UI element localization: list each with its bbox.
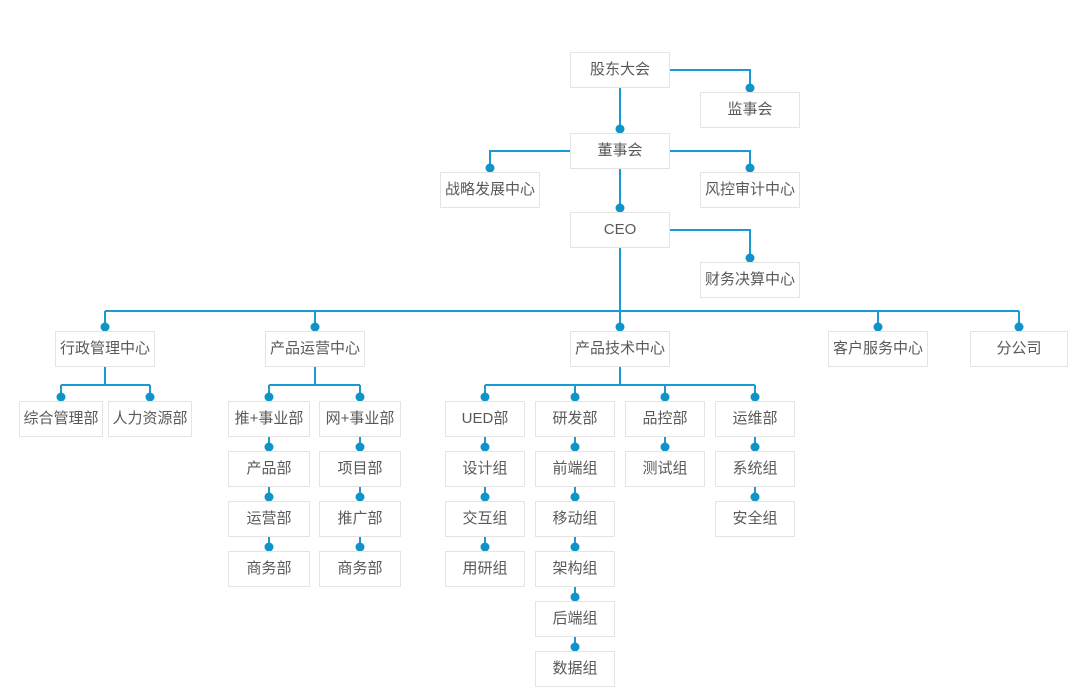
org-node-supervisory-board: 监事会	[700, 92, 800, 128]
org-node-system-group: 系统组	[715, 451, 795, 487]
org-node-quality-control-dept: 品控部	[625, 401, 705, 437]
org-node-customer-service-center: 客户服务中心	[828, 331, 928, 367]
org-node-ops-maintenance-dept: 运维部	[715, 401, 795, 437]
org-node-backend-group: 后端组	[535, 601, 615, 637]
org-node-data-group: 数据组	[535, 651, 615, 687]
org-node-product-dept: 产品部	[228, 451, 310, 487]
org-node-strategy-development-center: 战略发展中心	[440, 172, 540, 208]
org-node-board-of-directors: 董事会	[570, 133, 670, 169]
org-node-mobile-group: 移动组	[535, 501, 615, 537]
org-node-business-dept-right: 商务部	[319, 551, 401, 587]
org-node-interaction-group: 交互组	[445, 501, 525, 537]
org-node-product-operations-center: 产品运营中心	[265, 331, 365, 367]
org-node-tui-plus-division: 推+事业部	[228, 401, 310, 437]
org-node-ceo: CEO	[570, 212, 670, 248]
org-node-design-group: 设计组	[445, 451, 525, 487]
org-node-shareholders-meeting: 股东大会	[570, 52, 670, 88]
org-node-branch-company: 分公司	[970, 331, 1068, 367]
org-node-operations-dept: 运营部	[228, 501, 310, 537]
org-node-admin-management-center: 行政管理中心	[55, 331, 155, 367]
org-node-business-dept-left: 商务部	[228, 551, 310, 587]
org-node-general-management-dept: 综合管理部	[19, 401, 103, 437]
org-node-wang-plus-division: 网+事业部	[319, 401, 401, 437]
org-node-project-dept: 项目部	[319, 451, 401, 487]
org-node-frontend-group: 前端组	[535, 451, 615, 487]
org-node-user-research-group: 用研组	[445, 551, 525, 587]
org-node-product-technology-center: 产品技术中心	[570, 331, 670, 367]
org-node-financial-settlement-center: 财务决算中心	[700, 262, 800, 298]
org-node-ued-dept: UED部	[445, 401, 525, 437]
org-node-rd-dept: 研发部	[535, 401, 615, 437]
org-node-human-resources-dept: 人力资源部	[108, 401, 192, 437]
org-node-risk-audit-center: 风控审计中心	[700, 172, 800, 208]
org-node-security-group: 安全组	[715, 501, 795, 537]
org-node-testing-group: 测试组	[625, 451, 705, 487]
org-node-architecture-group: 架构组	[535, 551, 615, 587]
org-node-promotion-dept: 推广部	[319, 501, 401, 537]
